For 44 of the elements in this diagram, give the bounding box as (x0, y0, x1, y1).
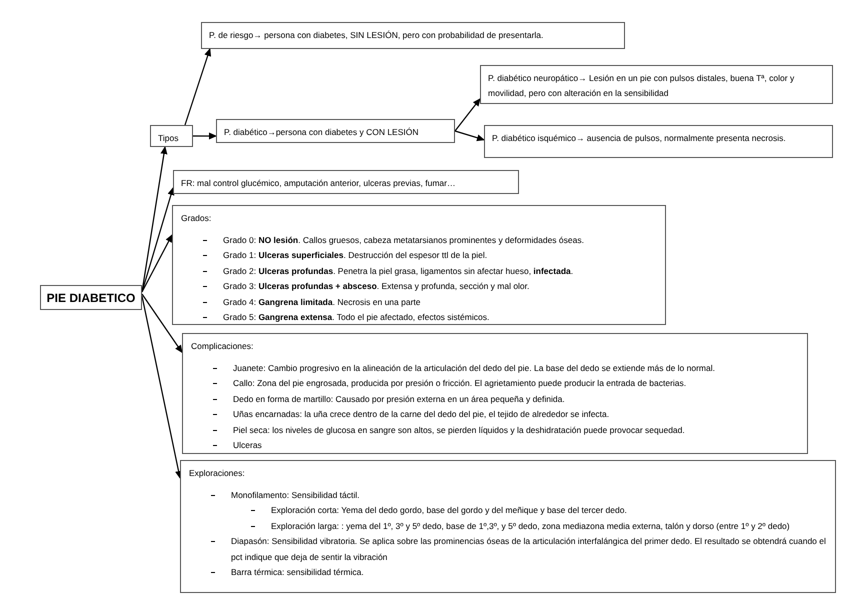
list-box (172, 205, 666, 325)
list-item: Exploración larga: : yema del 1º, 3º y 5º dedo, base de 1º,3º, y 5º dedo, zona mediazona media externa, talón y dorso (entre 1º y 2º dedo) (271, 520, 790, 533)
topic-box (40, 285, 142, 310)
list-item: Dedo en forma de martillo: Causado por presión externa en un área pequeña y definida. (233, 392, 565, 406)
arrow (141, 234, 173, 292)
note-box (150, 125, 193, 147)
list-item: Grado 1: Ulceras superficiales. Destrucción del espesor ttl de la piel. (223, 249, 488, 262)
note-box (216, 119, 455, 143)
topic-title: PIE DIABETICO (46, 290, 136, 306)
box-heading: Exploraciones: (189, 468, 245, 478)
arrow (142, 294, 183, 354)
note-text: P. diabético→persona con diabetes y CON LESIÓN (224, 127, 419, 137)
list-box (180, 460, 836, 593)
note-text: FR: mal control glucémico, amputación anterior, ulceras previas, fumar… (181, 178, 456, 188)
note-text: P. diabético isquémico→ ausencia de pulsos, normalmente presenta necrosis. (492, 133, 786, 143)
arrow (184, 48, 212, 126)
note-box (201, 22, 625, 49)
list-item: Grado 5: Gangrena extensa. Todo el pie afectado, efectos sistémicos. (223, 311, 490, 324)
list-item: Grado 3: Ulceras profundas + absceso. Extensa y profunda, sección y mal olor. (223, 280, 530, 293)
box-heading: Complicaciones: (191, 341, 254, 351)
list-item: Uñas encarnadas: la uña crece dentro de la carne del dedo del pie, el tejido de alrededor se infecta. (233, 408, 610, 421)
note-box (480, 65, 833, 104)
list-item: Grado 4: Gangrena limitada. Necrosis en una parte (223, 296, 420, 309)
note-text: P. diabético neuropático→ Lesión en un pie con pulsos distales, buena Tª, color y movilidad, pero con alteración en la sensibilidad (488, 73, 794, 98)
list-item: Barra térmica: sensibilidad térmica. (231, 566, 364, 579)
note-text: P. de riesgo→ persona con diabetes, SIN LESIÓN, pero con probabilidad de presentarla. (209, 30, 544, 40)
arrow (454, 130, 485, 142)
note-box (484, 125, 833, 158)
list-item: Callo: Zona del pie engrosada, producida por presión o fricción. El agrietamiento puede producir la entrada de bacterias. (233, 377, 686, 390)
list-box (182, 333, 808, 454)
list-item: Grado 2: Ulceras profundas. Penetra la piel grasa, ligamentos sin afectar hueso, infectada. (223, 264, 574, 278)
list-item: Ulceras (233, 439, 262, 452)
box-heading: Grados: (181, 213, 212, 223)
arrow (141, 296, 182, 479)
arrow (193, 132, 217, 140)
list-item: Grado 0: NO lesión. Callos gruesos, cabeza metatarsianos prominentes y deformidades óseas. (223, 234, 584, 247)
note-text: Tipos (158, 133, 178, 143)
list-item: Exploración corta: Yema del dedo gordo, base del gordo y del meñique y base del tercer dedo. (271, 504, 627, 517)
list-item: Diapasón: Sensibilidad vibratoria. Se aplica sobre las prominencias óseas de la articulación interfalángica del primer dedo. El resultado se obtendrá cuando el pct indique que deja de sentir la vibración (231, 535, 827, 564)
note-box (173, 170, 519, 194)
list-item: Juanete: Cambio progresivo en la alineación de la articulación del dedo del pie. La base del dedo se extiende más de lo normal. (233, 362, 715, 375)
list-item: Piel seca: los niveles de glucosa en sangre son altos, se pierden líquidos y la deshidratación puede provocar sequedad. (233, 424, 685, 437)
list-item: Monofilamento: Sensibilidad táctil. (231, 488, 360, 502)
arrow (454, 98, 481, 132)
